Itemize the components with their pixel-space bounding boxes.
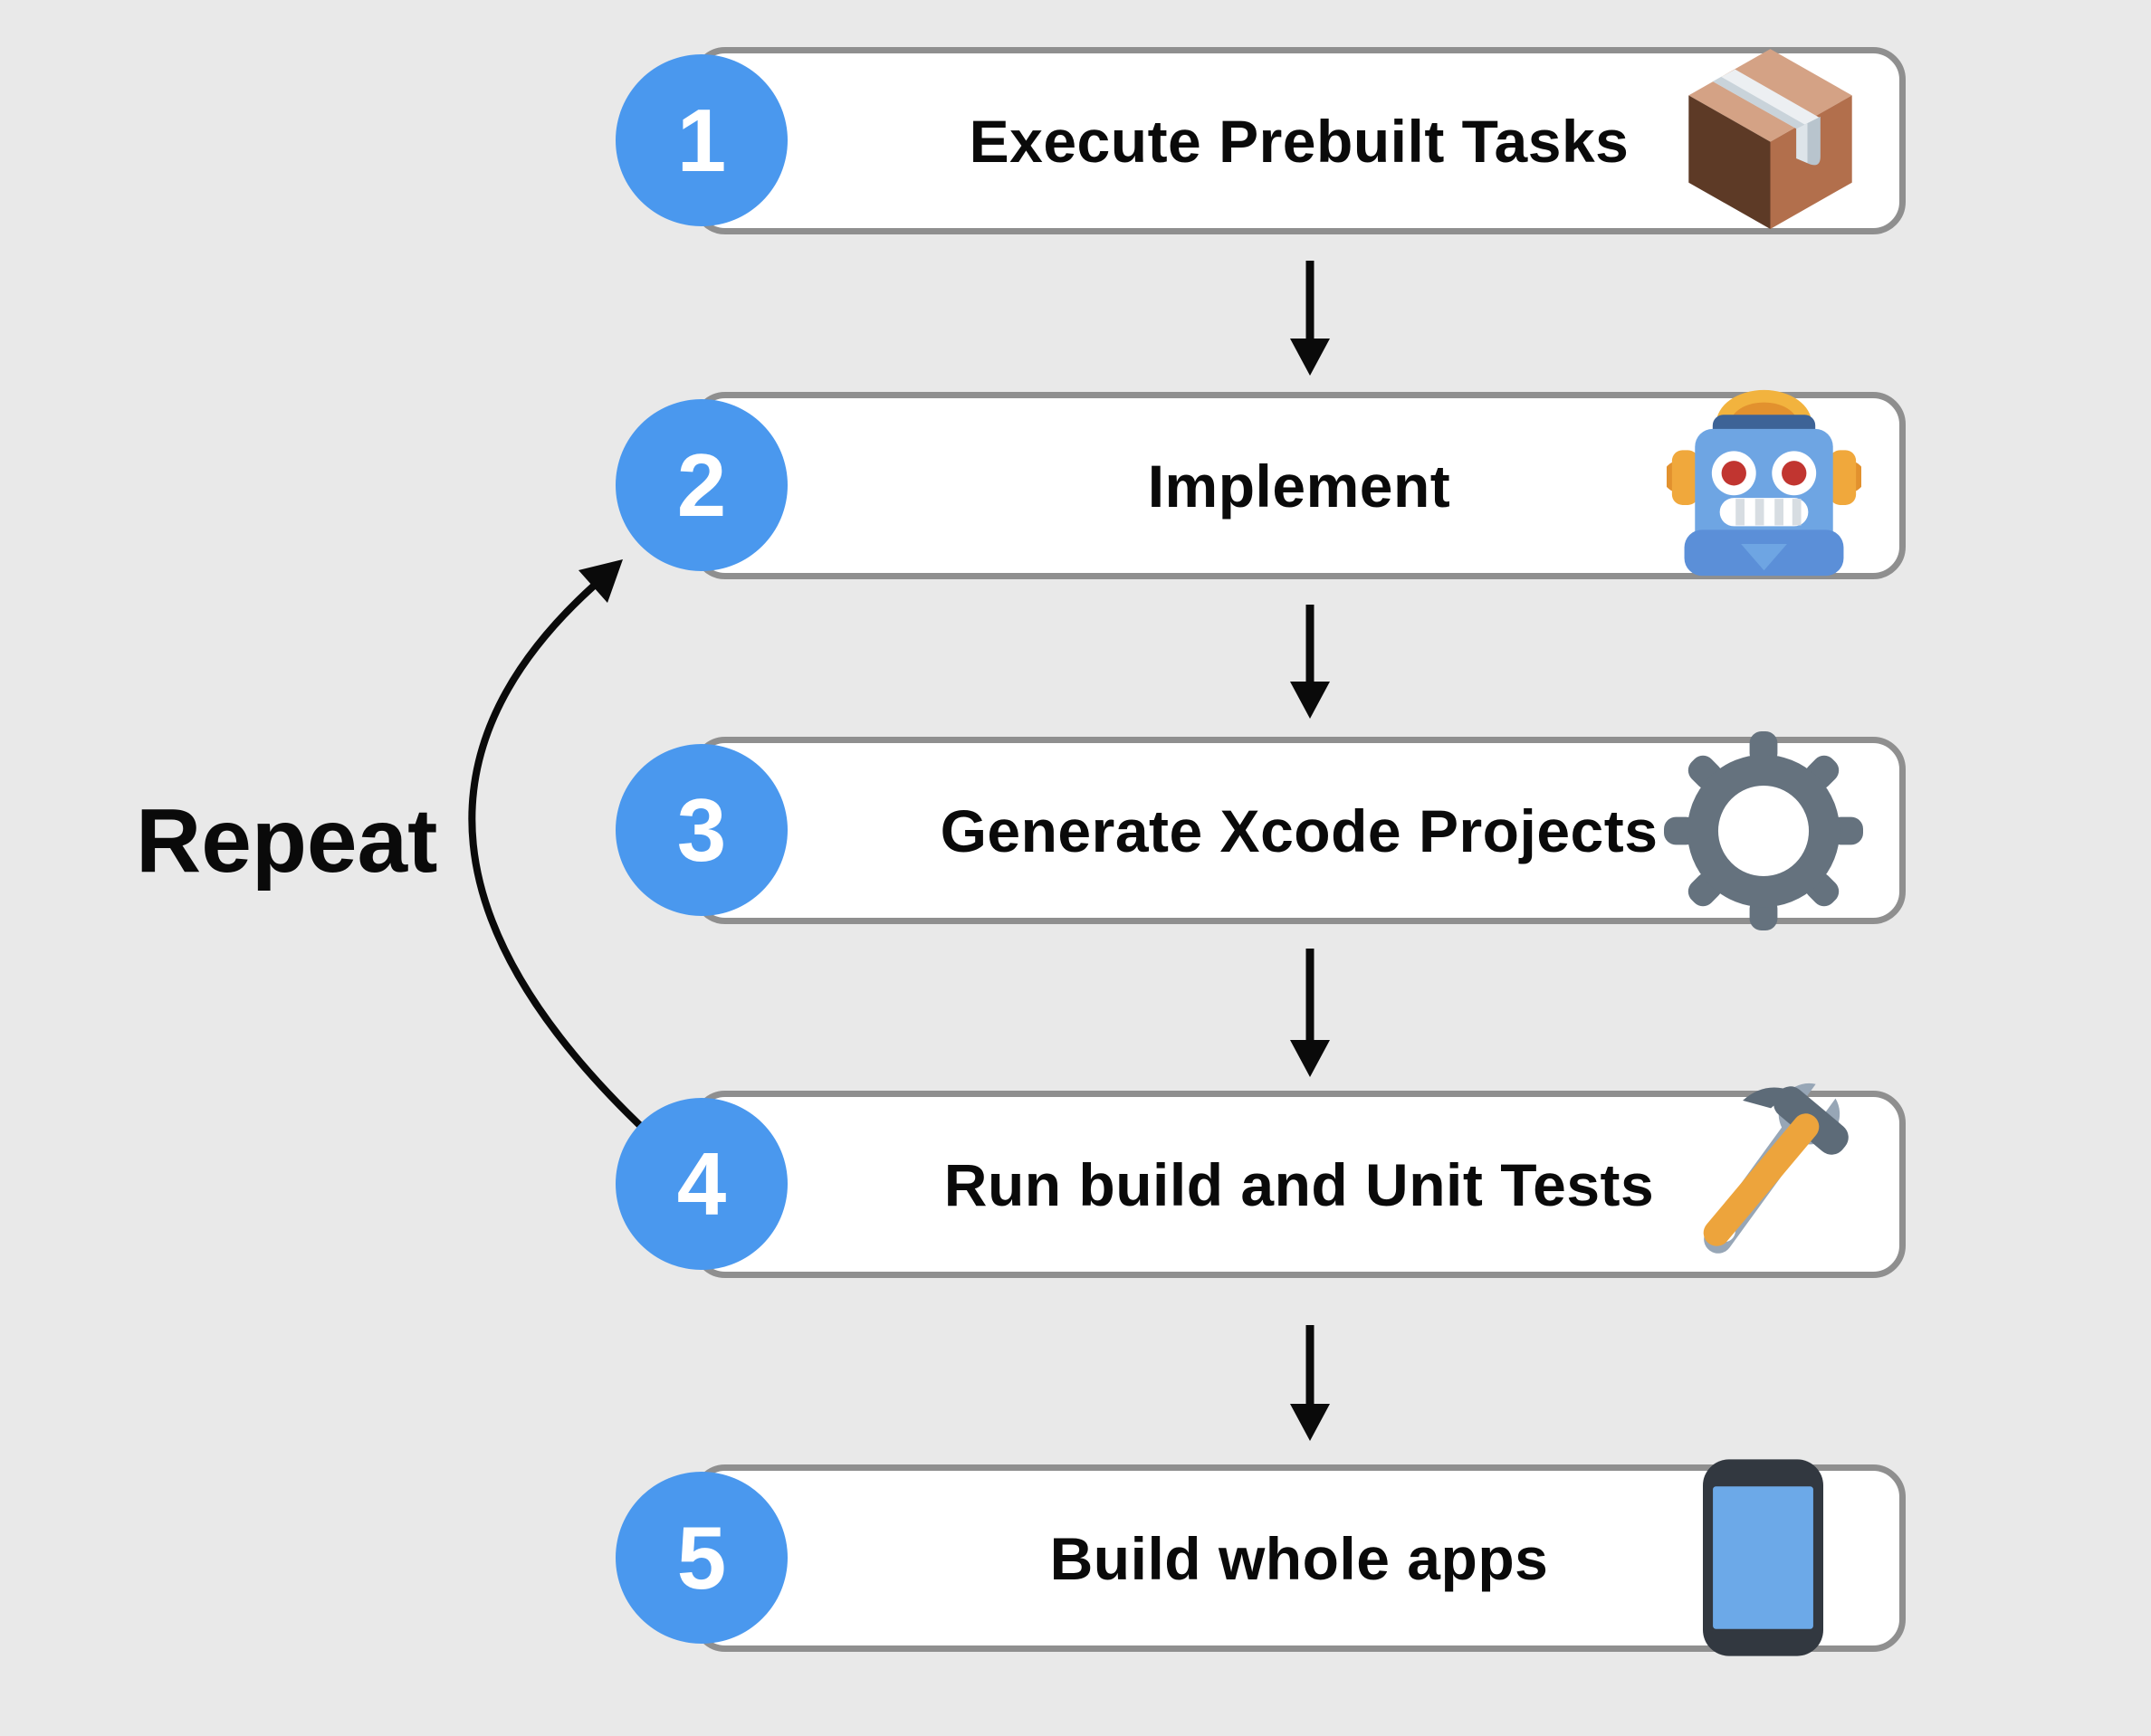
step-row-3: Generate Xcode Projects 3 bbox=[0, 731, 2151, 930]
step-label: Run build and Unit Tests bbox=[943, 1150, 1655, 1218]
robot-icon bbox=[1663, 385, 1865, 583]
step-label: Build whole apps bbox=[1049, 1524, 1549, 1592]
step-label: Execute Prebuilt Tasks bbox=[969, 107, 1630, 175]
step-label: Generate Xcode Projects bbox=[940, 796, 1659, 864]
repeat-label: Repeat bbox=[136, 790, 438, 892]
step-number-badge: 5 bbox=[616, 1472, 788, 1644]
step-number: 3 bbox=[676, 779, 727, 880]
step-number-badge: 3 bbox=[616, 744, 788, 916]
mobile-phone-icon bbox=[1703, 1459, 1823, 1656]
step-number: 2 bbox=[676, 434, 727, 535]
hammer-wrench-icon bbox=[1659, 1078, 1863, 1282]
step-number: 4 bbox=[676, 1133, 727, 1234]
step-number: 1 bbox=[676, 90, 727, 190]
step-number: 5 bbox=[676, 1507, 727, 1607]
step-row-4: Run build and Unit Tests 4 bbox=[0, 1083, 2151, 1278]
step-box: Run build and Unit Tests bbox=[693, 1091, 1906, 1278]
step-row-2: Implement bbox=[0, 389, 2151, 579]
step-number-badge: 1 bbox=[616, 54, 788, 226]
step-row-1: Execute Prebuilt Tasks 1 bbox=[0, 47, 2151, 234]
step-number-badge: 2 bbox=[616, 399, 788, 571]
package-icon bbox=[1678, 45, 1863, 231]
step-row-5: Build whole apps 5 bbox=[0, 1459, 2151, 1656]
step-number-badge: 4 bbox=[616, 1098, 788, 1270]
gear-icon bbox=[1664, 731, 1863, 930]
step-label: Implement bbox=[1147, 452, 1451, 520]
